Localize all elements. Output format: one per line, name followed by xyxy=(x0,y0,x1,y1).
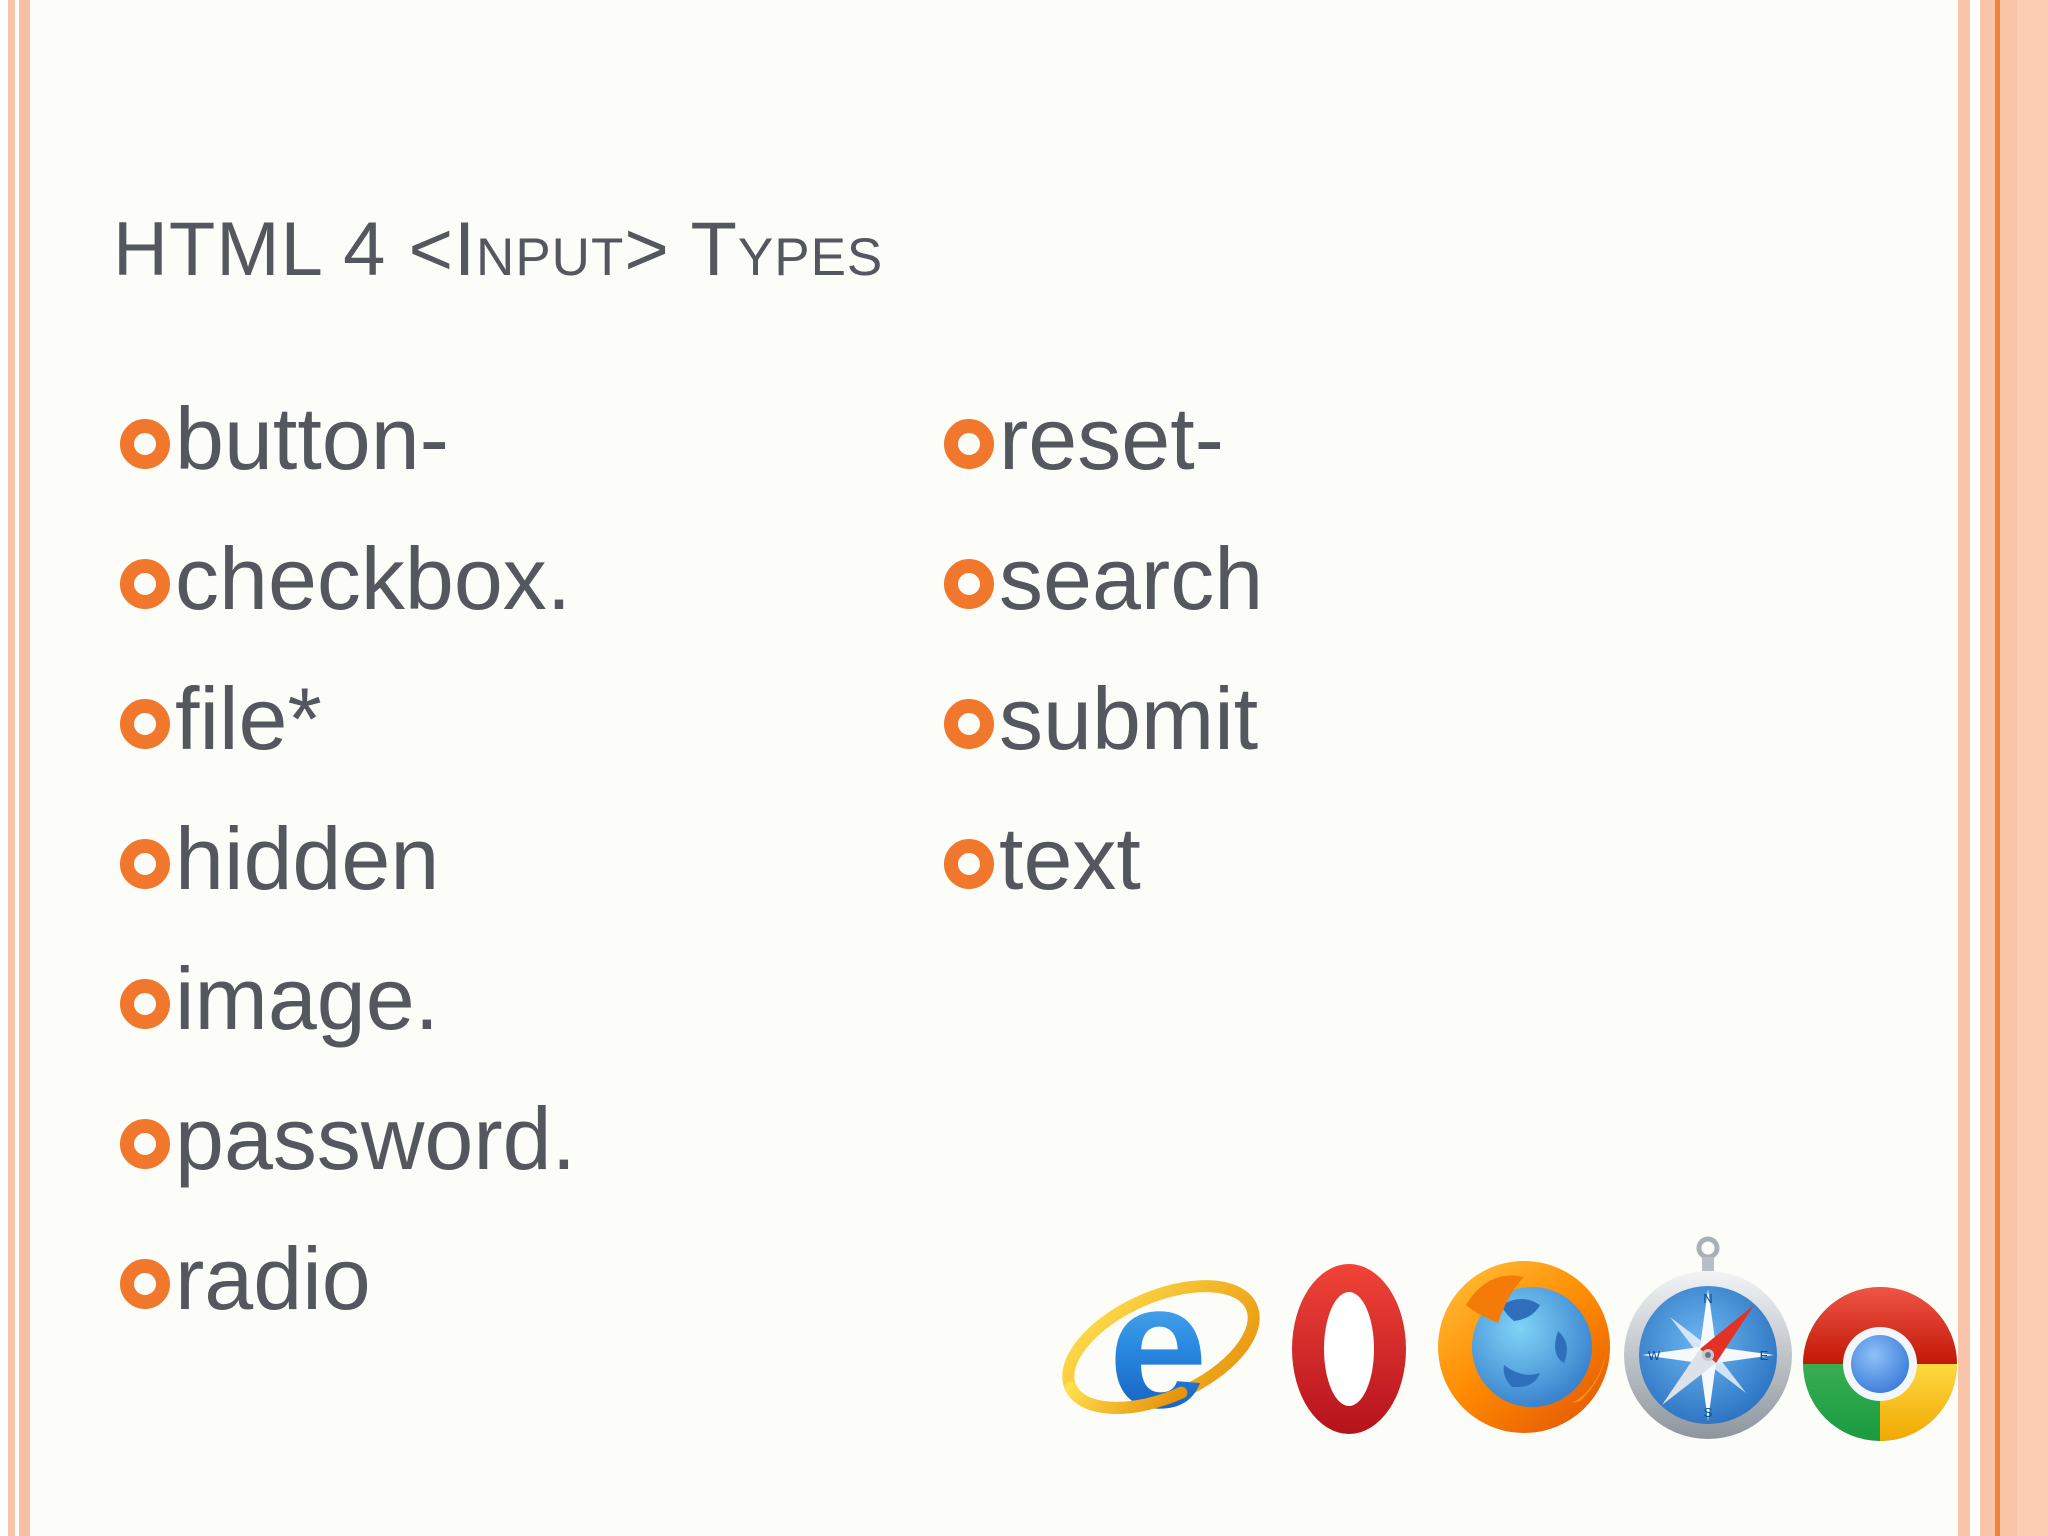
svg-text:N: N xyxy=(1703,1291,1712,1306)
list-item: button- xyxy=(120,388,576,528)
list-item-label: reset- xyxy=(999,389,1224,488)
bullet-circle-icon xyxy=(944,839,994,889)
list-item: text xyxy=(944,808,1263,948)
list-item-label: button- xyxy=(175,389,449,488)
list-item: password. xyxy=(120,1088,576,1228)
list-item: search xyxy=(944,528,1263,668)
bullet-circle-icon xyxy=(120,1119,170,1169)
bullet-circle-icon xyxy=(120,419,170,469)
firefox-icon xyxy=(1438,1261,1611,1433)
bullet-circle-icon xyxy=(944,699,994,749)
svg-text:E: E xyxy=(1760,1348,1769,1363)
bullet-circle-icon xyxy=(944,559,994,609)
safari-icon: N S W E xyxy=(1624,1236,1792,1439)
input-types-list-right: reset- search submit text xyxy=(944,388,1263,948)
list-item-label: hidden xyxy=(175,809,440,908)
list-item: submit xyxy=(944,668,1263,808)
list-item-label: image. xyxy=(175,949,440,1048)
left-border-stripe xyxy=(0,0,30,1536)
list-item-label: submit xyxy=(999,669,1259,768)
list-item-label: file* xyxy=(175,669,322,768)
bullet-circle-icon xyxy=(120,839,170,889)
slide-title: HTML 4 <Input> Types xyxy=(113,207,884,292)
bullet-circle-icon xyxy=(120,979,170,1029)
list-item: image. xyxy=(120,948,576,1088)
list-item-label: radio xyxy=(175,1229,371,1328)
list-item: checkbox. xyxy=(120,528,576,668)
list-item-label: search xyxy=(999,529,1264,628)
list-item-label: text xyxy=(999,809,1141,908)
bullet-circle-icon xyxy=(120,559,170,609)
right-border-stripe xyxy=(1958,0,2048,1536)
svg-text:S: S xyxy=(1704,1405,1713,1420)
list-item: hidden xyxy=(120,808,576,948)
bullet-circle-icon xyxy=(944,419,994,469)
svg-text:e: e xyxy=(1109,1249,1208,1445)
list-item: file* xyxy=(120,668,576,808)
input-types-list-left: button- checkbox. file* hidden image. pa… xyxy=(120,388,576,1368)
list-item-label: checkbox. xyxy=(175,529,572,628)
list-item: radio xyxy=(120,1228,576,1368)
chrome-icon xyxy=(1803,1287,1957,1441)
list-item: reset- xyxy=(944,388,1263,528)
list-item-label: password. xyxy=(175,1089,577,1188)
browser-logos: e xyxy=(1056,1233,1960,1445)
internet-explorer-icon: e xyxy=(1062,1249,1260,1445)
bullet-circle-icon xyxy=(120,1259,170,1309)
opera-icon xyxy=(1292,1264,1406,1434)
svg-text:W: W xyxy=(1648,1348,1661,1363)
bullet-circle-icon xyxy=(120,699,170,749)
